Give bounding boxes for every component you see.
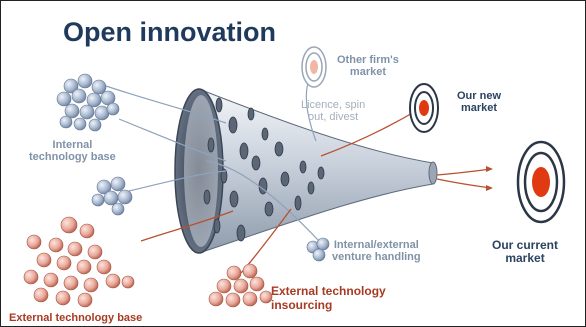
external-insourcing-spheres (208, 263, 273, 308)
label-line: Other firm's (337, 54, 399, 66)
label-line: External technology (271, 284, 386, 298)
label-line: Our current (492, 238, 559, 252)
page-title: Open innovation (63, 17, 276, 47)
arrowhead-current-1 (486, 166, 493, 172)
internal-paths (105, 70, 320, 242)
external-spheres-cluster (23, 216, 135, 308)
label-external-technology-base: External technology base (9, 312, 143, 324)
label-line: market (460, 102, 498, 115)
label-line: market (505, 251, 545, 266)
label-line: insourcing (271, 298, 333, 312)
label-line: technology base (29, 151, 116, 164)
label-line: market (349, 66, 386, 79)
label-other-firms-market: Other firm's market (337, 54, 399, 78)
label-internal-technology-base: Internal technology base (29, 139, 116, 163)
label-line: Internal (52, 139, 93, 151)
label-line: out, divest (308, 111, 359, 124)
funnel-inner-rim (184, 95, 218, 247)
label-line: venture handling (332, 251, 421, 264)
label-our-current-market: Our current market (492, 238, 559, 266)
internal-spheres-cluster (56, 73, 120, 132)
label-external-technology-insourcing: External technology insourcing (271, 284, 386, 312)
arrowhead-current-2 (486, 185, 493, 191)
funnel-spout (428, 161, 438, 185)
target-our-current-market (516, 140, 566, 224)
funnel-holes (203, 97, 325, 242)
label-line: Licence, spin (301, 99, 366, 111)
label-licence-spin-out: Licence, spin out, divest (301, 99, 365, 123)
label-line: Internal/external (333, 239, 419, 251)
label-venture-handling: Internal/external venture handling (332, 239, 421, 263)
internal-spheres-small (91, 176, 133, 216)
venture-spheres (306, 237, 330, 262)
label-our-new-market: Our new market (457, 90, 501, 114)
target-other-firm-market (301, 46, 327, 88)
label-line: Our new (457, 90, 502, 102)
target-our-new-market (409, 83, 439, 133)
